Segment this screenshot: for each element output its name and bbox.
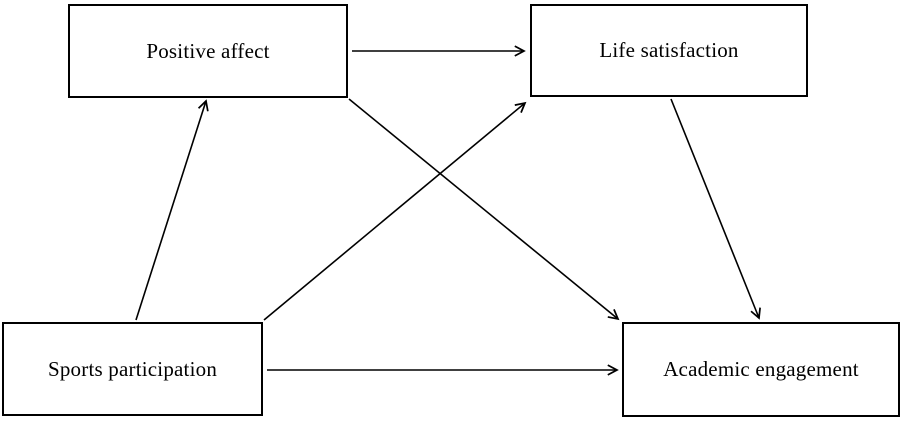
node-life-satisfaction-label: Life satisfaction bbox=[599, 38, 739, 62]
arrow-sports-participation-to-life-satisfaction bbox=[263, 101, 527, 321]
arrow-sports-participation-to-positive-affect bbox=[135, 99, 209, 321]
node-sports-participation: Sports participation bbox=[2, 322, 263, 416]
arrow-positive-affect-to-academic-engagement bbox=[348, 98, 620, 321]
node-academic-engagement: Academic engagement bbox=[622, 322, 900, 417]
node-life-satisfaction: Life satisfaction bbox=[530, 4, 808, 97]
node-positive-affect: Positive affect bbox=[68, 4, 348, 98]
node-academic-engagement-label: Academic engagement bbox=[663, 357, 859, 381]
node-sports-participation-label: Sports participation bbox=[47, 356, 218, 381]
node-positive-affect-label: Positive affect bbox=[146, 38, 270, 63]
arrow-life-satisfaction-to-academic-engagement bbox=[670, 98, 761, 320]
